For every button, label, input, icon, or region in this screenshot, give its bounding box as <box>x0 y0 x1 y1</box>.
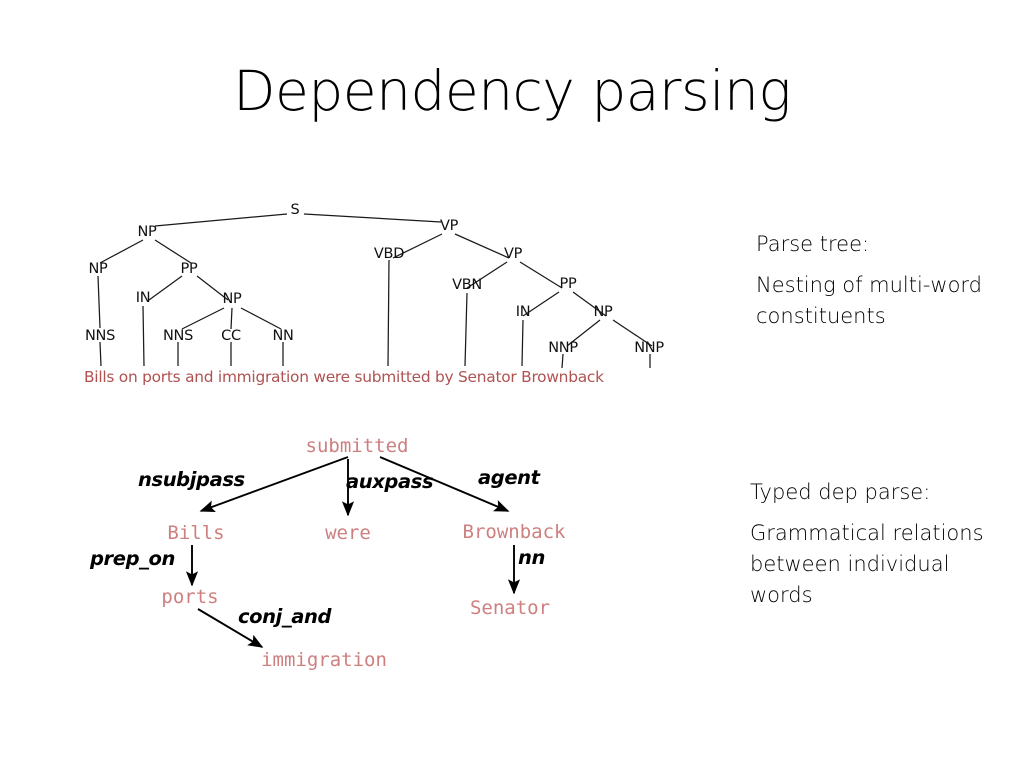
tree-node-np-2: NP <box>88 261 108 277</box>
dep-word-submitted: submitted <box>305 435 409 457</box>
tree-node-vp-1: VP <box>439 218 459 234</box>
note-parse-tree-heading: Parse tree: <box>756 232 870 256</box>
note-parse-tree-body: Nesting of multi-word constituents <box>756 273 983 328</box>
tree-node-in-2: IN <box>515 304 531 320</box>
dep-relation-prep-on: prep_on <box>90 547 175 570</box>
tree-node-np-3: NP <box>222 291 242 307</box>
tree-node-vbd: VBD <box>373 246 405 262</box>
note-dep-parse-heading: Typed dep parse: <box>750 480 931 504</box>
dep-relation-nsubjpass: nsubjpass <box>138 468 245 491</box>
tree-node-s: S <box>290 202 300 218</box>
note-dep-parse: Typed dep parse: Grammatical relations b… <box>750 478 1012 611</box>
tree-node-nns-2: NNS <box>163 328 193 344</box>
tree-node-nnp-1: NNP <box>548 340 578 356</box>
dep-relation-nn: nn <box>518 546 545 569</box>
tree-node-nnp-2: NNP <box>634 340 664 356</box>
dep-word-ports: ports <box>161 586 219 608</box>
tree-node-in-1: IN <box>135 290 151 306</box>
tree-node-vbn: VBN <box>452 277 482 293</box>
tree-node-pp-2: PP <box>559 276 577 292</box>
tree-node-nn: NN <box>272 328 294 344</box>
note-dep-parse-body: Grammatical relations between individual… <box>750 521 984 607</box>
tree-node-vp-2: VP <box>503 246 523 262</box>
tree-node-np-1: NP <box>137 224 157 240</box>
dep-relation-agent: agent <box>478 466 540 489</box>
tree-node-np-4: NP <box>593 304 613 320</box>
dep-word-bills: Bills <box>167 522 225 544</box>
dep-word-immigration: immigration <box>261 649 387 671</box>
parse-tree-sentence: Bills on ports and immigration were subm… <box>84 368 604 386</box>
dep-word-were: were <box>325 522 371 544</box>
tree-node-nns-1: NNS <box>85 328 115 344</box>
tree-node-pp-1: PP <box>180 261 198 277</box>
page-title: Dependency parsing <box>233 59 791 123</box>
constituency-parse-tree: S NP VP NP PP VBD VP IN NP VBN PP NNS NN… <box>72 196 732 392</box>
dependency-parse-graph: submitted Bills were Brownback ports Sen… <box>80 425 640 685</box>
dep-relation-conj-and: conj_and <box>238 605 332 628</box>
dep-relation-auxpass: auxpass <box>346 470 434 493</box>
dep-word-senator: Senator <box>469 597 551 619</box>
parse-tree-edges <box>97 213 653 369</box>
note-parse-tree: Parse tree: Nesting of multi-word consti… <box>756 230 1006 332</box>
tree-node-cc: CC <box>221 328 241 344</box>
dependency-arrows <box>185 456 521 648</box>
dep-word-brownback: Brownback <box>462 521 566 543</box>
